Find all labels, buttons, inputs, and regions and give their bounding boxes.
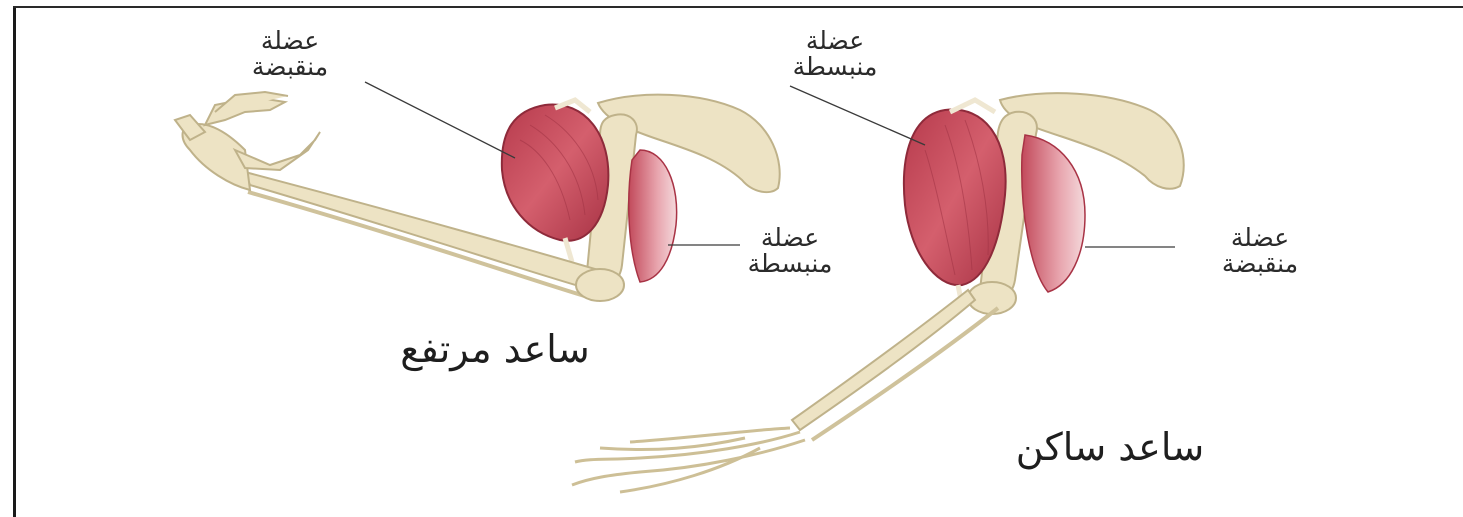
left-top-label: عضلة منقبضة — [200, 28, 380, 81]
left-caption: ساعد مرتفع — [285, 330, 705, 370]
right-forearm — [792, 290, 975, 430]
left-arm — [175, 92, 780, 301]
right-triceps — [1022, 135, 1085, 292]
label-line: عضلة — [735, 28, 935, 54]
left-side-label: عضلة منبسطة — [705, 225, 875, 278]
label-line: منقبضة — [1170, 251, 1350, 277]
label-line: عضلة — [200, 28, 380, 54]
left-triceps — [629, 150, 677, 282]
right-caption: ساعد ساكن — [900, 428, 1320, 468]
label-line: عضلة — [705, 225, 875, 251]
label-line: منقبضة — [200, 54, 380, 80]
label-line: منبسطة — [705, 251, 875, 277]
right-side-label: عضلة منقبضة — [1170, 225, 1350, 278]
label-line: منبسطة — [735, 54, 935, 80]
right-hand — [572, 428, 805, 492]
left-hand — [175, 92, 320, 190]
label-line: عضلة — [1170, 225, 1350, 251]
right-biceps — [904, 110, 1006, 286]
right-top-label: عضلة منبسطة — [735, 28, 935, 81]
